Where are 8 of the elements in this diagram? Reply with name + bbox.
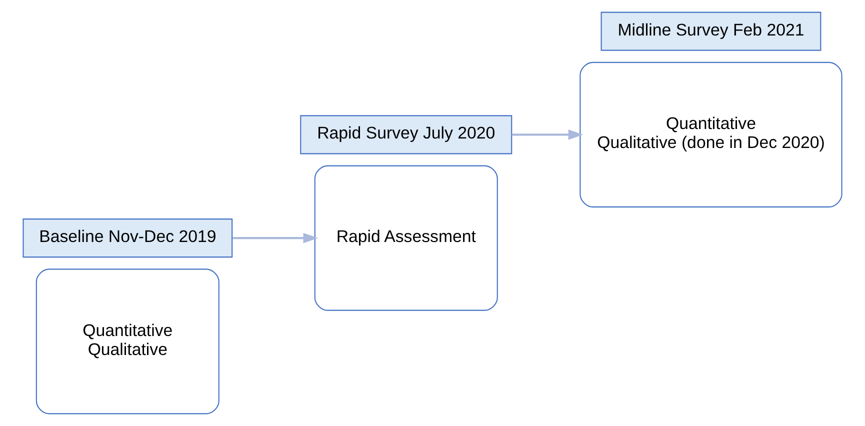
- node-box: Quantitative Qualitative: [36, 268, 220, 414]
- node-box: Rapid Survey July 2020: [300, 115, 512, 154]
- node-box: Quantitative Qualitative (done in Dec 2020): [580, 62, 842, 208]
- node-box: Rapid Assessment: [314, 165, 498, 311]
- arrow: [232, 232, 318, 244]
- arrow: [512, 130, 584, 140]
- node-box: Baseline Nov-Dec 2019: [22, 218, 233, 258]
- node-box: Midline Survey Feb 2021: [600, 12, 822, 51]
